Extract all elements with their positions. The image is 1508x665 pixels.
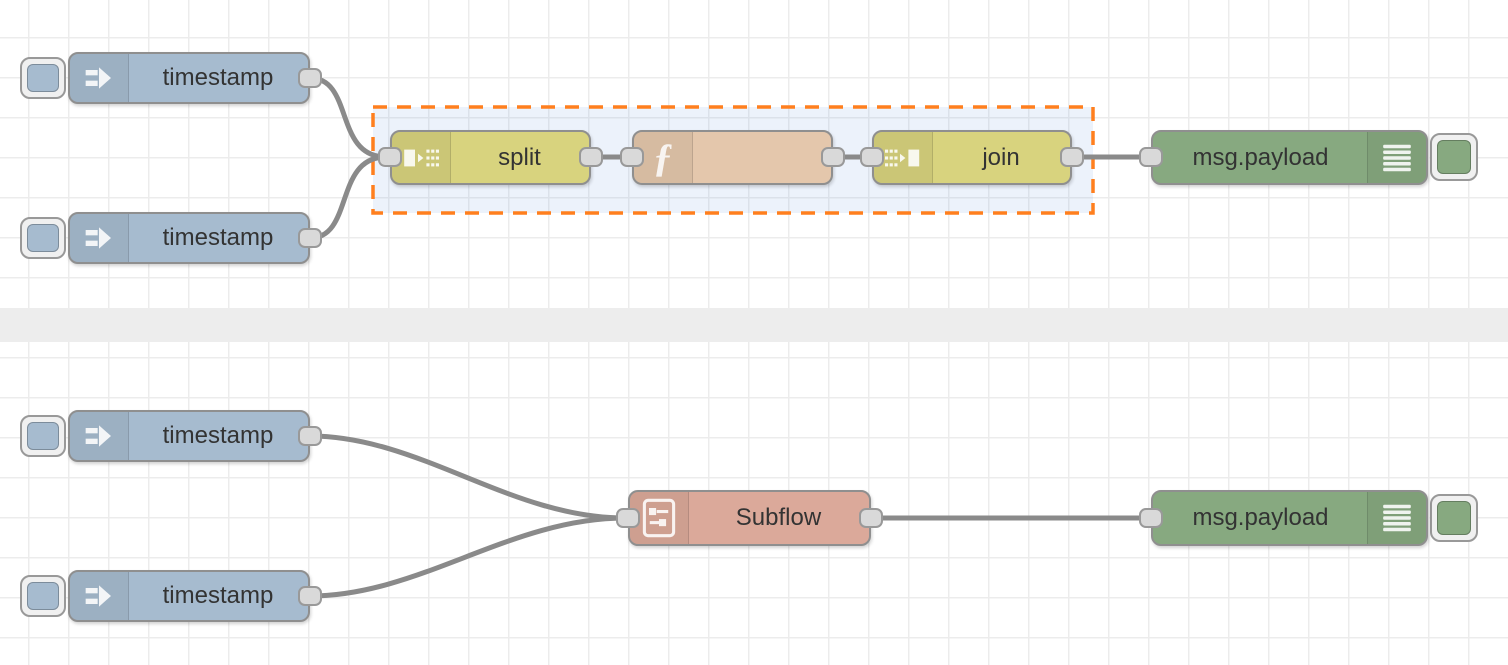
join-icon: [874, 132, 933, 183]
node-label: msg.payload: [1192, 504, 1329, 531]
inject-button-face: [27, 64, 59, 92]
input-port[interactable]: [1139, 147, 1163, 167]
subflow-node[interactable]: Subflow: [628, 490, 871, 546]
inject-arrow-icon: [70, 54, 129, 102]
inject-node[interactable]: timestamp: [68, 52, 310, 104]
join-node[interactable]: join: [872, 130, 1072, 185]
input-port[interactable]: [378, 147, 402, 167]
inject-node[interactable]: timestamp: [68, 212, 310, 264]
split-node[interactable]: split: [390, 130, 591, 185]
input-port[interactable]: [620, 147, 644, 167]
wire-top-inject-a-to-split[interactable]: [307, 75, 389, 160]
node-label: [692, 132, 831, 183]
output-port[interactable]: [298, 228, 322, 248]
subflow-icon: [630, 492, 689, 544]
wire-bottom-inject-a-to-subflow[interactable]: [307, 433, 628, 521]
output-port[interactable]: [859, 508, 883, 528]
inject-button[interactable]: [20, 575, 66, 617]
wire-top-inject-b-to-split[interactable]: [307, 154, 389, 241]
split-icon: [392, 132, 451, 183]
debug-node[interactable]: msg.payload: [1151, 130, 1428, 185]
debug-toggle-face: [1437, 140, 1471, 174]
node-label: timestamp: [162, 582, 274, 609]
inject-button[interactable]: [20, 415, 66, 457]
inject-arrow-icon: [70, 572, 129, 620]
function-node[interactable]: ƒ: [632, 130, 833, 185]
node-label: timestamp: [162, 64, 274, 91]
output-port[interactable]: [821, 147, 845, 167]
node-label: msg.payload: [1192, 143, 1329, 171]
node-label: timestamp: [162, 224, 274, 251]
debug-toggle-button[interactable]: [1430, 133, 1478, 181]
inject-arrow-icon: [70, 214, 129, 262]
debug-list-icon: [1367, 132, 1426, 183]
input-port[interactable]: [616, 508, 640, 528]
node-label: join: [982, 143, 1020, 171]
node-label: Subflow: [735, 504, 822, 531]
output-port[interactable]: [298, 586, 322, 606]
output-port[interactable]: [1060, 147, 1084, 167]
section-divider: [0, 308, 1508, 342]
input-port[interactable]: [1139, 508, 1163, 528]
input-port[interactable]: [860, 147, 884, 167]
output-port[interactable]: [298, 426, 322, 446]
output-port[interactable]: [579, 147, 603, 167]
inject-node[interactable]: timestamp: [68, 410, 310, 462]
debug-toggle-face: [1437, 501, 1471, 535]
inject-button[interactable]: [20, 57, 66, 99]
node-label: split: [498, 143, 541, 171]
inject-arrow-icon: [70, 412, 129, 460]
debug-list-icon: [1367, 492, 1426, 544]
node-label: timestamp: [162, 422, 274, 449]
output-port[interactable]: [298, 68, 322, 88]
inject-button[interactable]: [20, 217, 66, 259]
inject-node[interactable]: timestamp: [68, 570, 310, 622]
debug-toggle-button[interactable]: [1430, 494, 1478, 542]
inject-button-face: [27, 224, 59, 252]
debug-node[interactable]: msg.payload: [1151, 490, 1428, 546]
inject-button-face: [27, 422, 59, 450]
wire-bottom-inject-b-to-subflow[interactable]: [307, 515, 628, 599]
inject-button-face: [27, 582, 59, 610]
